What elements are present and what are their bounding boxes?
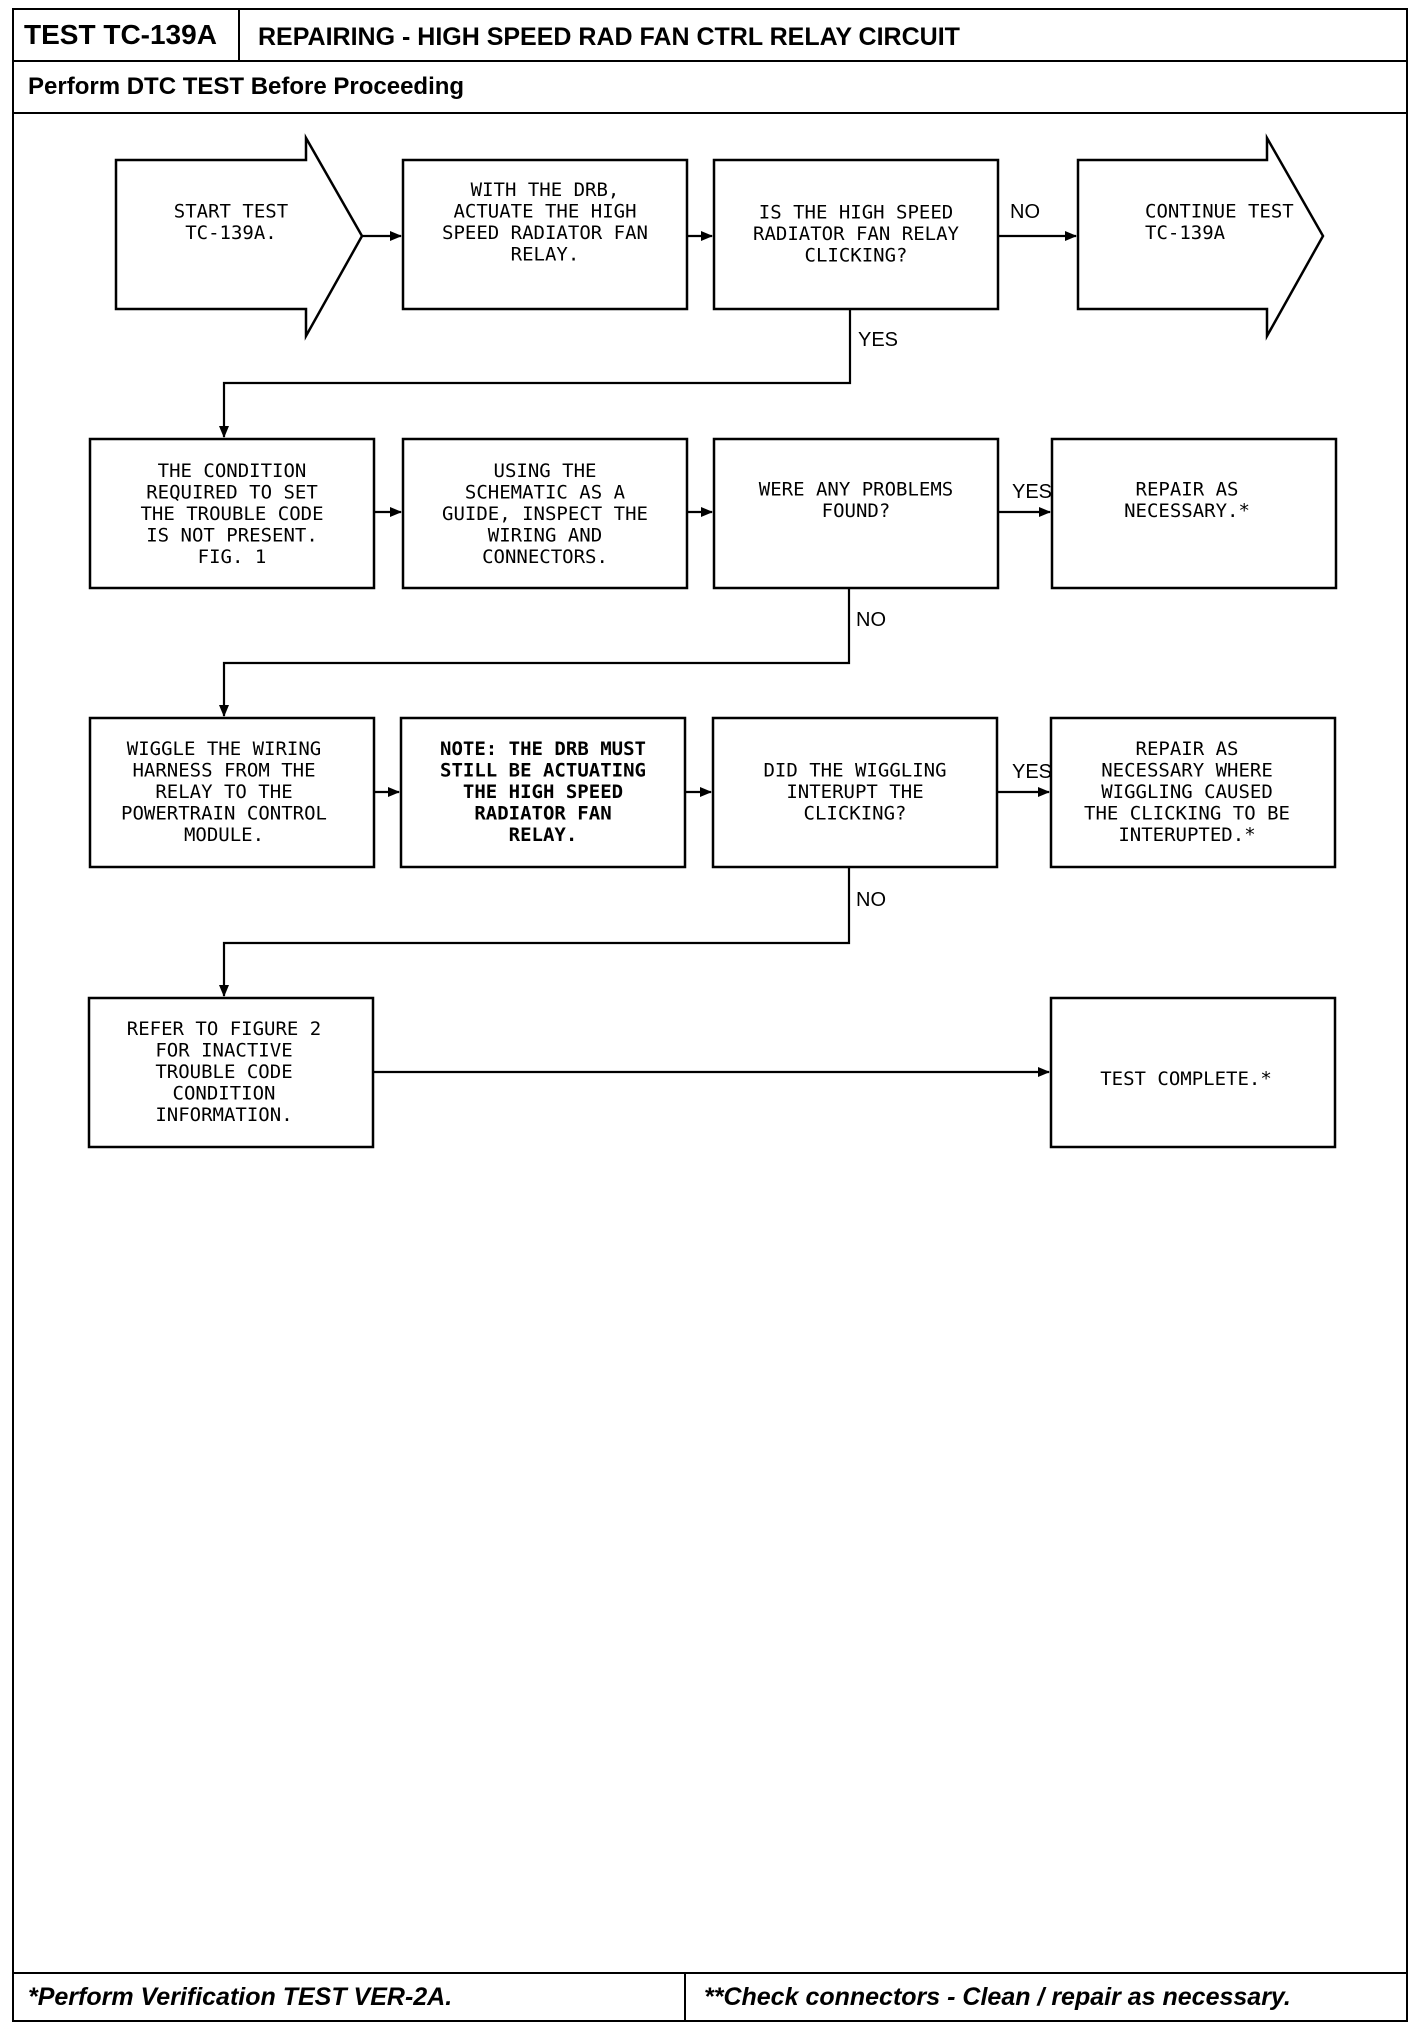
node-text-line: CONTINUE TEST	[1145, 200, 1294, 222]
node-text-line: RELAY TO THE	[155, 781, 292, 803]
edge-label-yes: YES	[858, 329, 898, 351]
node-text-line: REPAIR AS	[1136, 478, 1239, 500]
edge-label-no: NO	[856, 609, 886, 631]
test-id: TEST TC-139A	[14, 10, 240, 60]
subheader-row: Perform DTC TEST Before Proceeding	[14, 62, 1406, 114]
node-text-line: IS THE HIGH SPEED	[759, 202, 953, 224]
node-text-line: WIGGLE THE WIRING	[127, 738, 321, 760]
page-frame: TEST TC-139A REPAIRING - HIGH SPEED RAD …	[12, 8, 1408, 2022]
arrow-no-to-wiggle	[219, 588, 851, 717]
arrow-no-to-refer	[219, 867, 851, 997]
node-text-line: TC-139A	[1145, 222, 1226, 244]
arrow-yes-to-condition	[219, 309, 852, 438]
edge-label-no: NO	[856, 889, 886, 911]
node-text-line: ACTUATE THE HIGH	[453, 200, 636, 222]
node-text-line: THE CONDITION	[158, 460, 307, 482]
node-text-line: RELAY.	[509, 824, 578, 846]
node-text-line: CONNECTORS.	[482, 546, 608, 568]
continue-test-node	[1076, 133, 1325, 341]
drb-note-node	[399, 716, 687, 869]
test-complete-node	[1049, 996, 1337, 1149]
edge-label-yes: YES	[1012, 761, 1052, 783]
node-text-line: WIRING AND	[488, 525, 602, 547]
node-text-line: NECESSARY WHERE	[1101, 760, 1273, 782]
node-text-line: IS NOT PRESENT.	[146, 525, 318, 547]
repair-wiggling-node	[1049, 716, 1337, 869]
node-text-line: MODULE.	[184, 824, 264, 846]
node-text-line: SCHEMATIC AS A	[465, 482, 626, 504]
node-text-line: FOUND?	[822, 500, 891, 522]
node-text-line: THE CLICKING TO BE	[1084, 803, 1290, 825]
node-text-line: POWERTRAIN CONTROL	[121, 803, 327, 825]
inspect-wiring-node	[401, 437, 689, 590]
node-text-line: WITH THE DRB,	[471, 179, 620, 201]
node-text-line: INTERUPTED.*	[1118, 824, 1255, 846]
problems-found-question	[712, 437, 1000, 590]
node-text-line: TROUBLE CODE	[155, 1061, 292, 1083]
node-text-line: REFER TO FIGURE 2	[127, 1018, 321, 1040]
node-text-line: REQUIRED TO SET	[146, 482, 318, 504]
node-text-line: THE HIGH SPEED	[463, 781, 623, 803]
edge-label-yes: YES	[1012, 481, 1052, 503]
node-text-line: NOTE: THE DRB MUST	[440, 738, 646, 760]
node-text-line: RADIATOR FAN	[474, 803, 611, 825]
node-text-line: NECESSARY.*	[1124, 500, 1250, 522]
page-title: REPAIRING - HIGH SPEED RAD FAN CTRL RELA…	[258, 23, 960, 51]
node-text-line: TEST COMPLETE.*	[1100, 1068, 1272, 1090]
node-text-line: HARNESS FROM THE	[132, 760, 315, 782]
condition-not-present-node	[88, 437, 376, 590]
node-text-line: CLICKING?	[805, 245, 908, 267]
footer-note-left: *Perform Verification TEST VER-2A.	[14, 1974, 686, 2020]
page-subtitle: Perform DTC TEST Before Proceeding	[28, 73, 465, 100]
node-text-line: TC-139A.	[185, 222, 277, 244]
node-text-line: RELAY.	[511, 243, 580, 265]
node-text-line: START TEST	[174, 200, 288, 222]
footer: *Perform Verification TEST VER-2A. **Che…	[14, 1972, 1406, 2020]
node-text-line: FOR INACTIVE	[155, 1040, 292, 1062]
actuate-relay-node	[401, 158, 689, 311]
refer-figure-node	[87, 996, 375, 1149]
test-complete-text: TEST COMPLETE.*	[1100, 1068, 1272, 1090]
node-text-line: THE TROUBLE CODE	[140, 503, 323, 525]
edge-label-no: NO	[1010, 201, 1040, 223]
node-text-line: REPAIR AS	[1136, 738, 1239, 760]
node-text-line: STILL BE ACTUATING	[440, 760, 646, 782]
relay-clicking-question	[712, 158, 1000, 311]
repair-as-necessary-node	[1050, 437, 1338, 590]
node-text-line: CLICKING?	[804, 803, 907, 825]
node-text-line: RADIATOR FAN RELAY	[753, 223, 959, 245]
footer-note-right: **Check connectors - Clean / repair as n…	[704, 1983, 1291, 2011]
node-text-line: GUIDE, INSPECT THE	[442, 503, 648, 525]
start-test-node	[114, 133, 364, 341]
node-text-line: INTERUPT THE	[786, 781, 923, 803]
node-text-line: WERE ANY PROBLEMS	[759, 478, 953, 500]
node-text-line: CONDITION	[173, 1083, 276, 1105]
node-text-line: INFORMATION.	[155, 1104, 292, 1126]
node-text-line: WIGGLING CAUSED	[1101, 781, 1273, 803]
node-text-line: USING THE	[494, 460, 597, 482]
node-text-line: SPEED RADIATOR FAN	[442, 222, 648, 244]
wiggle-harness-node	[88, 716, 376, 869]
node-text-line: DID THE WIGGLING	[763, 760, 946, 782]
node-text-line: FIG. 1	[198, 546, 267, 568]
header-row: TEST TC-139A REPAIRING - HIGH SPEED RAD …	[14, 10, 1406, 62]
